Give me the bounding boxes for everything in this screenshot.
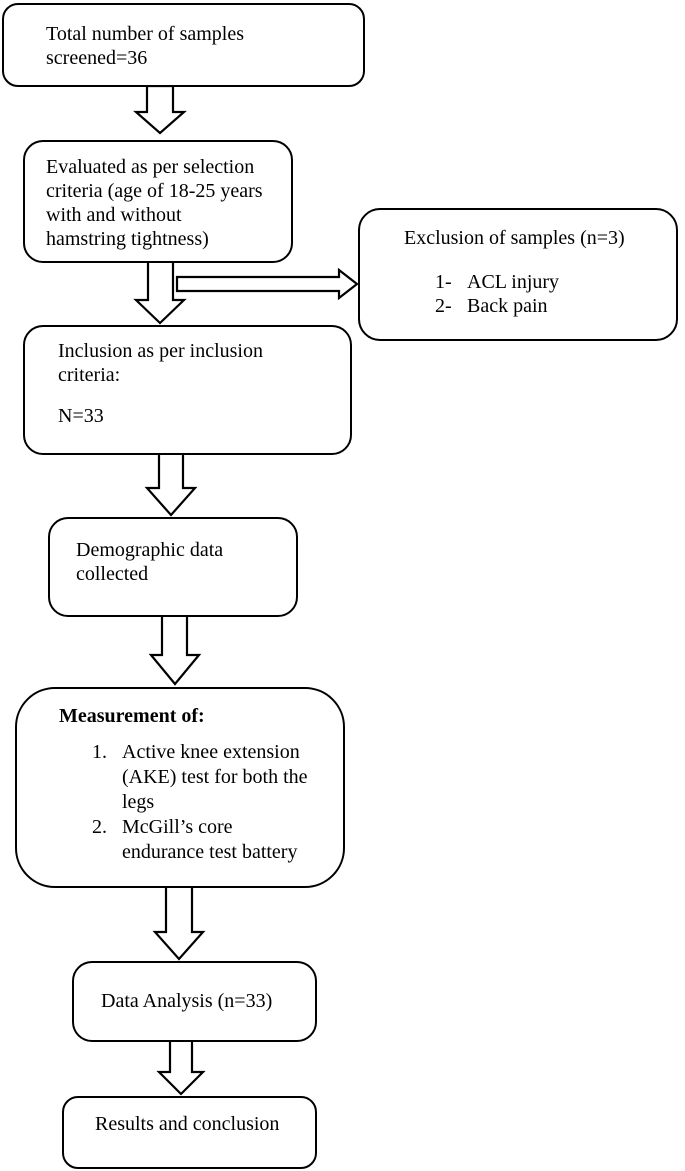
measurement-item-marker: 2. <box>92 816 107 838</box>
box-inclusion-criteria-text: Inclusion as per inclusion criteria: <box>58 340 263 386</box>
box-evaluated-selection-criteria-text: Evaluated as per selection criteria (age… <box>46 156 263 250</box>
down-arrow-demographic-to-measurement <box>148 613 202 686</box>
box-total-samples-screened: Total number of samples screened=36 <box>2 3 365 87</box>
box-inclusion-count: N=33 <box>58 405 104 427</box>
box-demographic-data: Demographic data collected <box>48 517 298 617</box>
box-inclusion-criteria: Inclusion as per inclusion criteria: N=3… <box>23 325 352 455</box>
box-evaluated-selection-criteria: Evaluated as per selection criteria (age… <box>23 140 293 263</box>
box-results-conclusion-text: Results and conclusion <box>95 1113 280 1135</box>
measurement-item-text: Active knee extension (AKE) test for bot… <box>122 741 308 813</box>
box-exclusion-of-samples: Exclusion of samples (n=3) 1- ACL injury… <box>358 208 678 341</box>
box-measurement-title: Measurement of: <box>59 705 205 727</box>
down-arrow-measurement-to-analysis <box>152 884 206 961</box>
exclusion-list-item: 2- Back pain <box>435 294 666 318</box>
measurement-item-marker: 1. <box>92 741 107 763</box>
exclusion-item-text: Back pain <box>467 295 548 317</box>
box-exclusion-title: Exclusion of samples (n=3) <box>404 227 625 249</box>
measurement-list-item: 2. McGill’s core endurance test battery <box>92 815 333 865</box>
exclusion-item-marker: 1- <box>435 271 452 293</box>
measurement-item-text: McGill’s core endurance test battery <box>122 816 298 863</box>
down-arrow-inclusion-to-demographic <box>144 451 198 517</box>
exclusion-item-marker: 2- <box>435 295 452 317</box>
right-arrow-to-exclusion <box>175 267 359 301</box>
down-arrow-analysis-to-results <box>156 1038 206 1096</box>
box-measurement: Measurement of: 1. Active knee extension… <box>15 687 345 888</box>
measurement-list: 1. Active knee extension (AKE) test for … <box>59 740 333 865</box>
box-data-analysis: Data Analysis (n=33) <box>72 961 317 1042</box>
box-demographic-data-text: Demographic data collected <box>76 539 224 585</box>
down-arrow-evaluated-to-inclusion <box>133 259 187 325</box>
exclusion-item-text: ACL injury <box>467 271 560 293</box>
exclusion-list: 1- ACL injury 2- Back pain <box>404 270 666 318</box>
box-total-samples-screened-text: Total number of samples screened=36 <box>46 23 244 69</box>
box-data-analysis-text: Data Analysis (n=33) <box>101 990 273 1012</box>
box-results-conclusion: Results and conclusion <box>62 1096 317 1169</box>
down-arrow-screened-to-evaluated <box>133 84 187 135</box>
exclusion-list-item: 1- ACL injury <box>435 270 666 294</box>
measurement-list-item: 1. Active knee extension (AKE) test for … <box>92 740 333 815</box>
